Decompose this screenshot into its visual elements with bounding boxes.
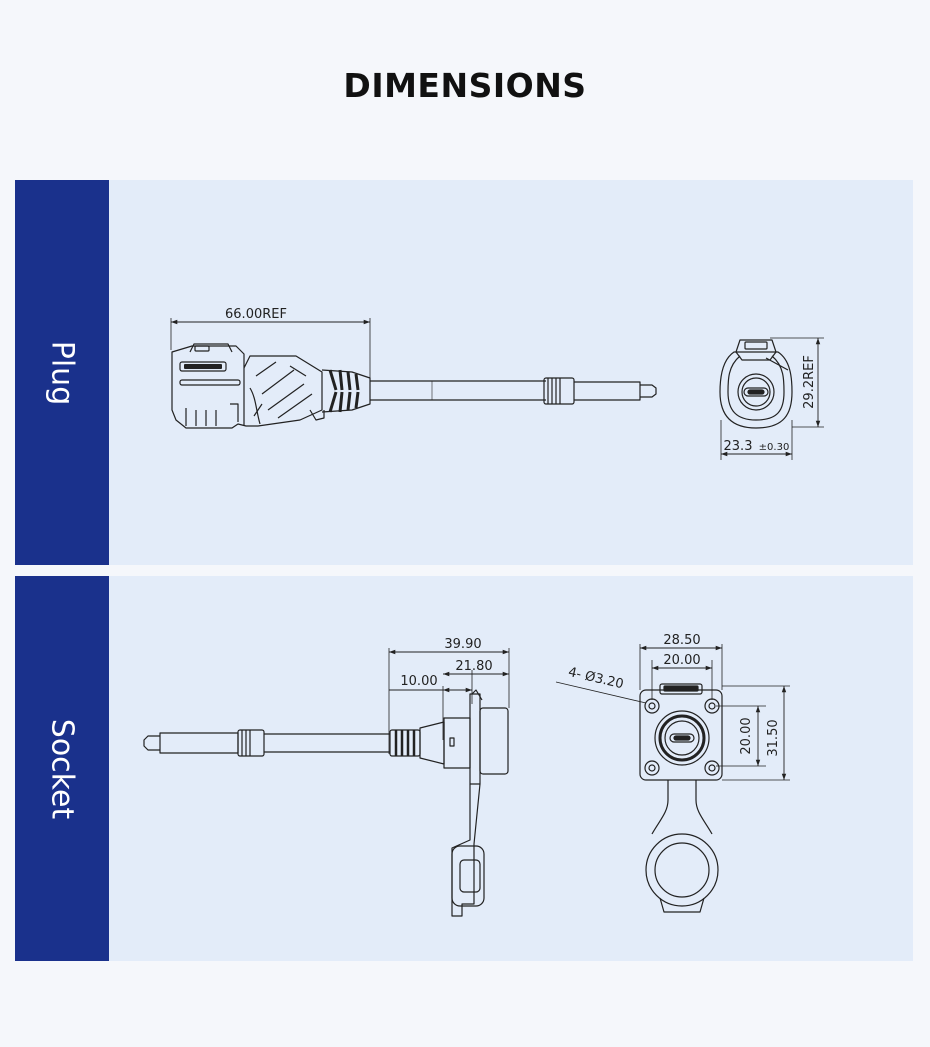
plug-side-view (170, 318, 657, 429)
socket-hole-spacing-height-dim: 20.00 (739, 717, 754, 754)
plug-section: Plug (15, 180, 913, 565)
page-title: DIMENSIONS (343, 66, 587, 105)
plug-length-dim: 66.00REF (225, 307, 287, 322)
socket-sidebar: Socket (15, 576, 109, 961)
socket-flange-width-dim: 28.50 (663, 633, 700, 648)
socket-hole-spacing-width-dim: 20.00 (663, 653, 700, 668)
socket-short-dim: 10.00 (400, 674, 437, 689)
socket-holes-dim: 4- Ø3.20 (567, 665, 625, 692)
plug-front-view (719, 337, 824, 460)
socket-side-view (143, 648, 510, 917)
plug-width-tolerance: ±0.30 (759, 442, 790, 453)
plug-sidebar: Plug (15, 180, 109, 565)
plug-height-dim: 29.2REF (802, 355, 817, 409)
plug-width-dim: 23.3 (724, 439, 753, 454)
socket-mid-dim: 21.80 (455, 659, 492, 674)
socket-flange-height-dim: 31.50 (766, 719, 781, 756)
socket-section: Socket (15, 576, 913, 961)
socket-overall-dim: 39.90 (444, 637, 481, 652)
